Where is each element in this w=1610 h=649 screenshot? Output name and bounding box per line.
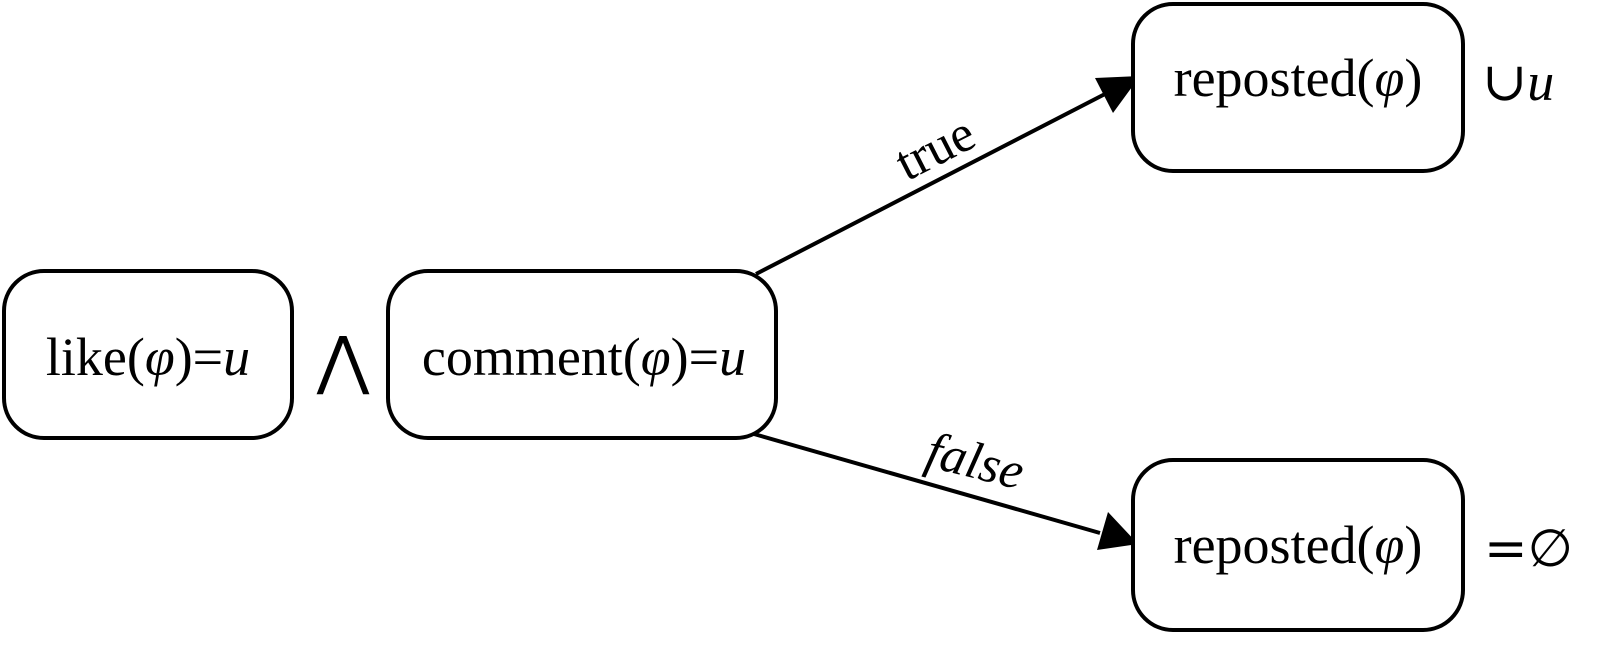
node-reposted-true-label: reposted(φ) [1174, 48, 1423, 108]
node-comment-val: u [719, 327, 746, 387]
node-reposted-true-var: φ [1375, 48, 1405, 108]
node-comment-label: comment(φ)=u [422, 327, 746, 387]
node-reposted-true-close: ) [1404, 48, 1422, 108]
node-reposted-false-close: ) [1404, 515, 1422, 575]
node-comment-close: ) [671, 327, 689, 387]
node-comment-eq: = [689, 327, 719, 387]
empty-set-annotation: =∅ [1484, 519, 1573, 579]
node-reposted-false-fn: reposted( [1174, 515, 1375, 575]
node-comment-box [386, 269, 778, 440]
node-like-var: φ [145, 327, 175, 387]
node-comment-var: φ [641, 327, 671, 387]
edge-false-arrowhead [1097, 512, 1138, 550]
empty-set-symbol: ∅ [1528, 519, 1573, 579]
empty-eq: = [1484, 519, 1528, 579]
union-symbol: ∪ [1482, 50, 1527, 113]
node-like-eq: = [193, 327, 223, 387]
node-like-fn: like( [46, 327, 145, 387]
edge-true: true [755, 76, 1140, 276]
node-reposted-true-box [1131, 2, 1465, 173]
node-reposted-true-fn: reposted( [1174, 48, 1375, 108]
union-value: u [1527, 52, 1554, 112]
node-reposted-true: reposted(φ) [1131, 2, 1465, 173]
node-like-close: ) [175, 327, 193, 387]
and-operator: ⋀ [316, 324, 370, 398]
node-comment-fn: comment( [422, 327, 641, 387]
node-comment: comment(φ)=u [386, 269, 778, 440]
union-annotation: ∪u [1482, 50, 1554, 113]
node-like-label: like(φ)=u [46, 327, 250, 387]
edge-true-label: true [886, 105, 984, 192]
node-reposted-false-label: reposted(φ) [1174, 515, 1423, 575]
edge-true-arrowhead [1095, 76, 1140, 113]
node-reposted-false-box [1131, 458, 1465, 632]
edge-true-line [755, 92, 1106, 276]
edge-false-line [753, 432, 1101, 535]
node-like: like(φ)=u [2, 269, 294, 440]
node-reposted-false-var: φ [1375, 515, 1405, 575]
edge-false-label: false [921, 422, 1030, 501]
node-like-box [2, 269, 294, 440]
edge-false: false [753, 422, 1138, 550]
node-reposted-false: reposted(φ) [1131, 458, 1465, 632]
node-like-val: u [223, 327, 250, 387]
